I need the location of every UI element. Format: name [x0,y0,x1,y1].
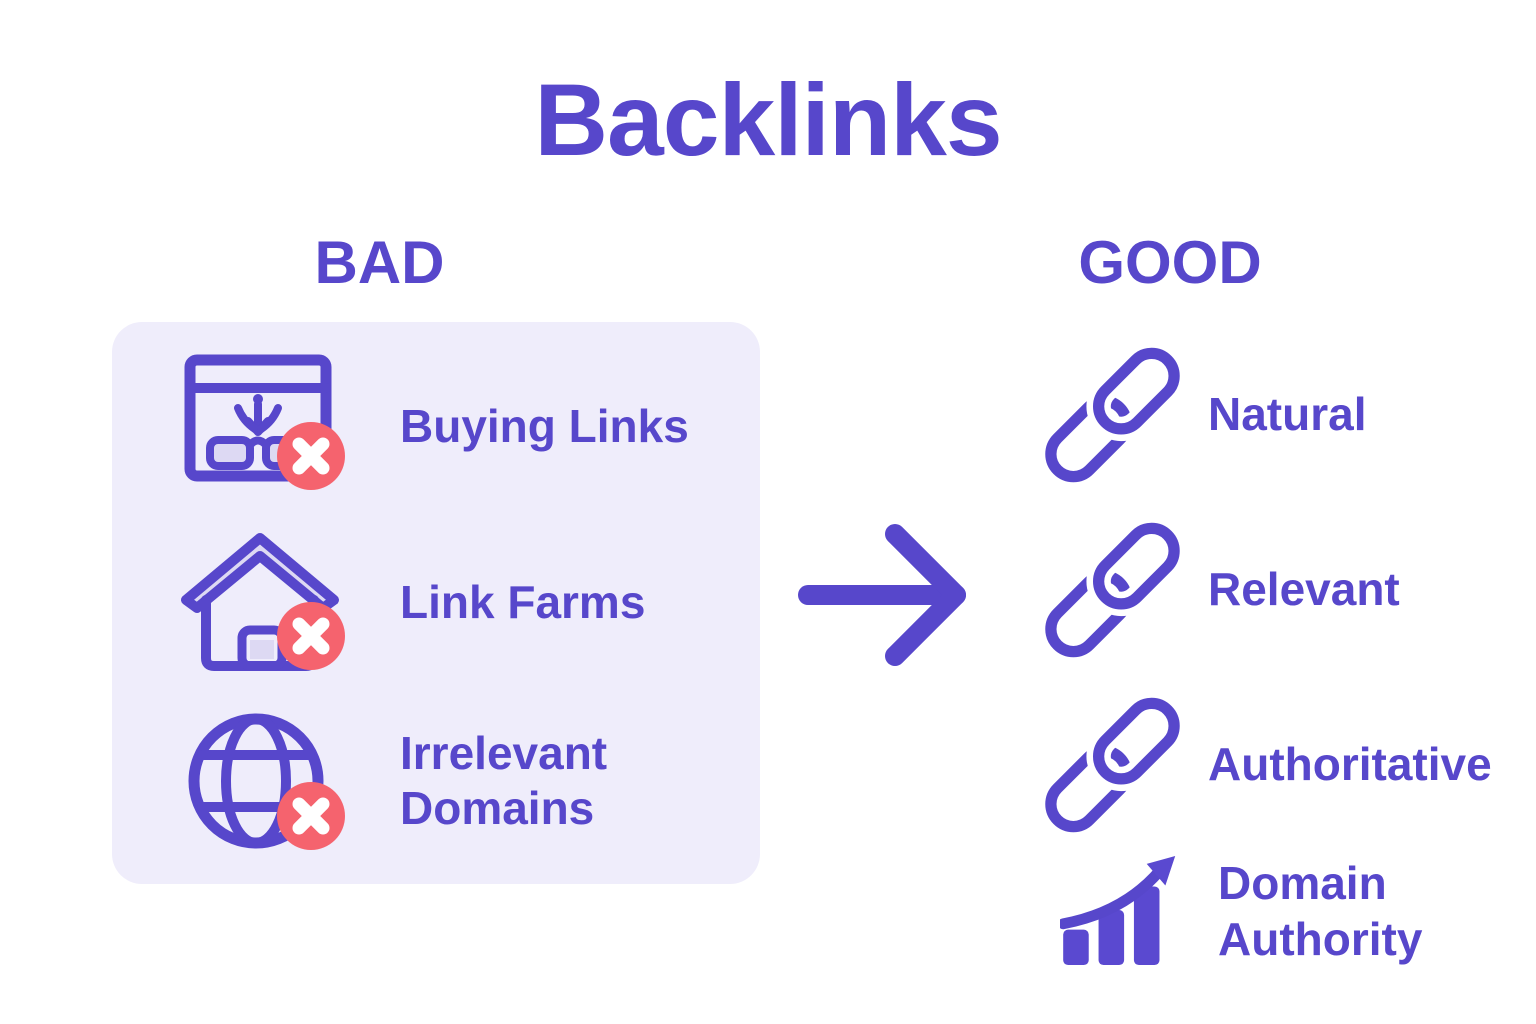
good-item-label: Authoritative [1208,738,1492,791]
right-arrow [798,522,973,672]
good-item-relevant: Relevant [1035,515,1400,665]
link-farm-icon [181,533,345,671]
bad-item-link-farms: Link Farms [180,528,645,678]
good-item-label: Domain Authority [1218,857,1423,965]
x-badge-icon [277,782,345,850]
good-item-domain-authority: Domain Authority [1035,855,1422,968]
page-title: Backlinks [534,63,1002,177]
chain-link-icon [1045,516,1187,658]
good-item-label: Relevant [1208,563,1400,616]
good-item-authoritative: Authoritative [1035,690,1492,840]
bad-item-label: Irrelevant Domains [400,726,608,834]
bad-item-buying-links: Buying Links [180,352,689,502]
right-arrow-icon [798,524,966,666]
chain-link-icon [1045,341,1187,483]
bad-item-label: Buying Links [400,400,689,453]
good-heading: GOOD [1078,229,1262,296]
irrelevant-domains-globe-icon [188,713,345,850]
domain-authority-chart-icon [1060,855,1176,966]
bad-item-irrelevant-domains: Irrelevant Domains [180,706,607,856]
chain-link-icon [1045,691,1187,833]
bad-item-label: Link Farms [400,576,646,629]
buying-links-icon [184,354,345,490]
x-badge-icon [277,602,345,670]
good-item-label: Natural [1208,388,1367,441]
bad-panel [112,322,760,884]
good-item-natural: Natural [1035,340,1366,490]
x-badge-icon [277,422,345,490]
bad-heading: BAD [314,229,445,296]
